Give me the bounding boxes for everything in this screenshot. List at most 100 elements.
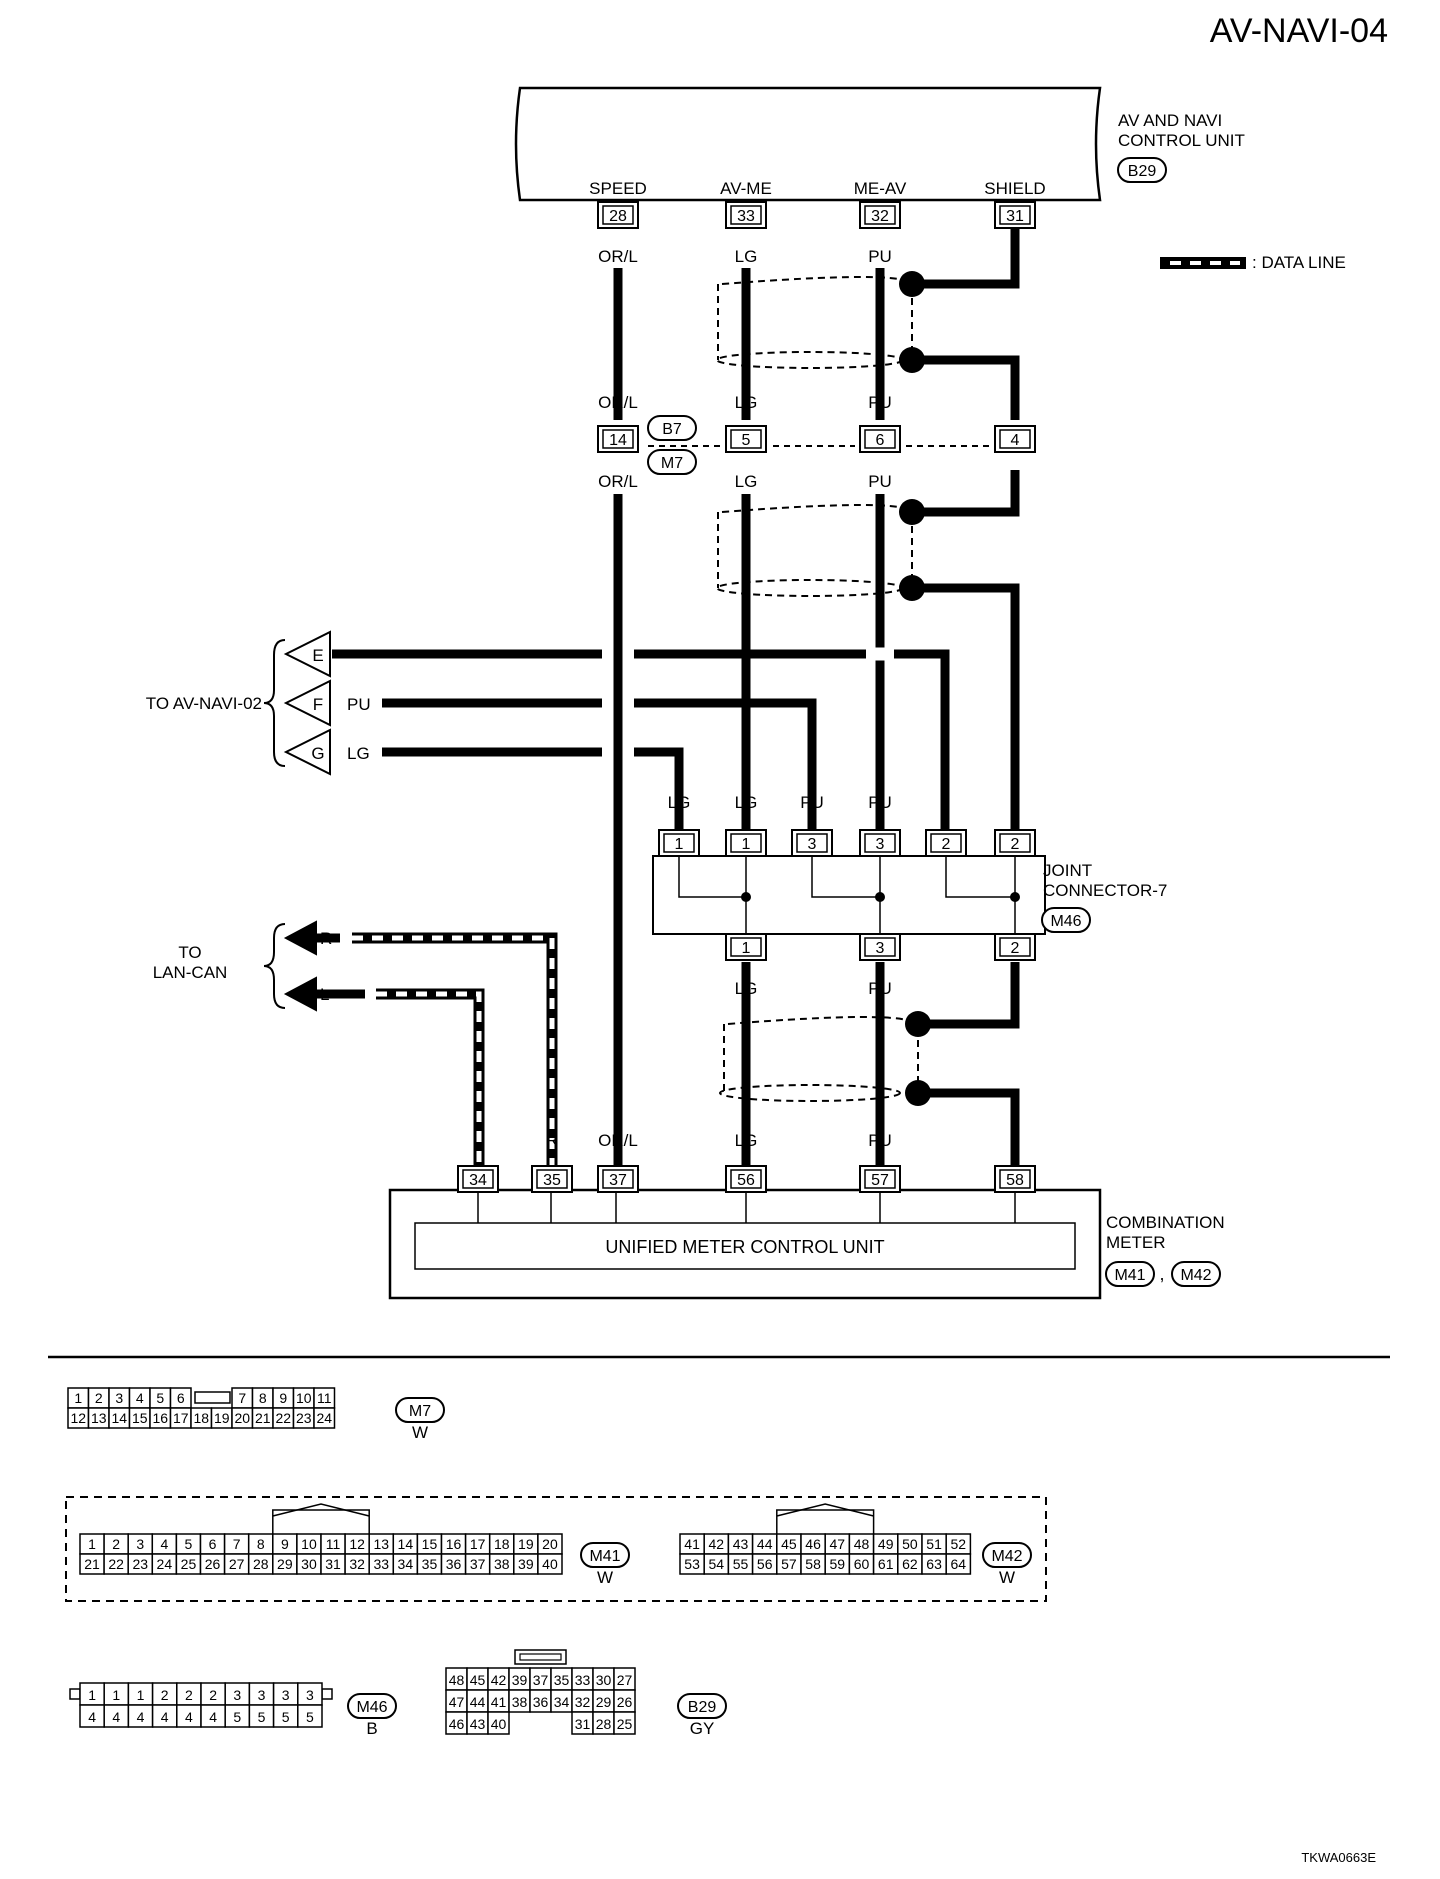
m42-pin-56: 56 [757, 1556, 773, 1572]
control-unit-pin-28: 28 [597, 201, 639, 229]
m41-pin-35: 35 [422, 1556, 438, 1572]
b29-pin-38: 38 [512, 1694, 528, 1710]
inline-wire-bottom-2: PU [868, 472, 892, 491]
joint-top-wire-0: LG [668, 793, 691, 812]
m41-pin-2: 2 [112, 1536, 120, 1552]
joint-connector-name-2: CONNECTOR-7 [1043, 881, 1167, 900]
meter-wire-3: LG [735, 1131, 758, 1150]
arrow-shapes [263, 630, 365, 1012]
inline-connector-tag-m7: M7 [647, 449, 697, 475]
page-title: AV-NAVI-04 [1210, 12, 1388, 50]
joint-bottom-pin-1-label: 3 [876, 940, 885, 957]
m7-pin-8: 8 [259, 1390, 267, 1406]
m41-pin-22: 22 [108, 1556, 124, 1572]
m41-face-tag: M41 [580, 1542, 630, 1568]
lan-can-label-2: LAN-CAN [153, 963, 228, 982]
meter-pin-37-label: 37 [609, 1172, 627, 1189]
m7-pin-4: 4 [136, 1390, 144, 1406]
m42-pin-43: 43 [733, 1536, 749, 1552]
b29-pin-44: 44 [470, 1694, 486, 1710]
meter-pin-56-label: 56 [737, 1172, 755, 1189]
m41-pin-21: 21 [84, 1556, 100, 1572]
joint-connector-name-1: JOINT [1043, 861, 1092, 880]
b29-pin-34: 34 [554, 1694, 570, 1710]
inline-wire-bottom-1: LG [735, 472, 758, 491]
m41-pin-20: 20 [542, 1536, 558, 1552]
m41-lock-roof [272, 1503, 370, 1517]
m41-pin-38: 38 [494, 1556, 510, 1572]
m41-pin-26: 26 [205, 1556, 221, 1572]
m46-pin-7: 3 [258, 1687, 266, 1703]
meter-connector-tag-m41-label: M41 [1114, 1267, 1145, 1284]
m41-pin-15: 15 [422, 1536, 438, 1552]
m46-pin-b2: 4 [137, 1709, 145, 1725]
control-unit-connector-tag-label: B29 [1128, 163, 1157, 180]
m46-latch-right [321, 1688, 333, 1700]
joint-top-wire-1: LG [735, 793, 758, 812]
m46-pin-b8: 5 [282, 1709, 290, 1725]
control-unit-pin-33: 33 [725, 201, 767, 229]
inline-connector-tag-b7: B7 [647, 415, 697, 441]
document-code: TKWA0663E [1301, 1850, 1376, 1865]
m41-pin-12: 12 [349, 1536, 365, 1552]
m7-pin-23: 23 [296, 1410, 312, 1426]
m42-pin-63: 63 [926, 1556, 942, 1572]
joint-top-pin-2-label: 3 [808, 836, 817, 853]
inline-pin-4: 4 [994, 425, 1036, 453]
m41-pin-34: 34 [398, 1556, 414, 1572]
m7-pin-22: 22 [275, 1410, 291, 1426]
m42-pin-55: 55 [733, 1556, 749, 1572]
m7-pin-16: 16 [152, 1410, 168, 1426]
m46-face-tag-label: M46 [356, 1699, 387, 1716]
m41-pin-29: 29 [277, 1556, 293, 1572]
joint-top-pin-2: 3 [791, 829, 833, 857]
meter-connector-comma: , [1159, 1264, 1164, 1284]
terminal-name-0: SPEED [589, 179, 647, 198]
joint-bottom-pin-0: 1 [725, 933, 767, 961]
m7-pin-9: 9 [279, 1390, 287, 1406]
m46-pin-9: 3 [306, 1687, 314, 1703]
meter-inner-label: UNIFIED METER CONTROL UNIT [605, 1237, 884, 1257]
legend-data-line: : DATA LINE [1252, 253, 1346, 272]
m41-pin-11: 11 [326, 1536, 341, 1552]
m42-pin-42: 42 [709, 1536, 725, 1552]
m41-pin-10: 10 [301, 1536, 317, 1552]
m42-pin-62: 62 [902, 1556, 918, 1572]
m46-pin-b9: 5 [306, 1709, 314, 1725]
joint-bottom-wire-1: PU [868, 979, 892, 998]
inline-wire-bottom-0: OR/L [598, 472, 638, 491]
joint-top-pin-5-label: 2 [1011, 836, 1020, 853]
arrow-letter-f: F [313, 695, 323, 714]
b29-pin-26: 26 [617, 1694, 633, 1710]
meter-name-2: METER [1106, 1233, 1166, 1252]
b29-pin-33: 33 [575, 1672, 591, 1688]
m7-pin-21: 21 [255, 1410, 271, 1426]
b29-face-color: GY [690, 1719, 715, 1738]
meter-pin-34-label: 34 [469, 1172, 487, 1189]
m46-latch-left [69, 1688, 81, 1700]
arrow-wire-1: PU [347, 695, 371, 714]
meter-wire-1: R [546, 1131, 558, 1150]
b29-face-tag: B29 [677, 1693, 727, 1719]
m41-pin-23: 23 [132, 1556, 148, 1572]
m41-pin-31: 31 [325, 1556, 341, 1572]
joint-top-pin-0: 1 [658, 829, 700, 857]
inline-wire-top-1: LG [735, 393, 758, 412]
meter-pin-58-label: 58 [1006, 1172, 1024, 1189]
inline-pin-6-label: 6 [876, 432, 885, 449]
m41-pin-7: 7 [233, 1536, 241, 1552]
b29-pin-28: 28 [596, 1716, 612, 1732]
b29-pin-35: 35 [554, 1672, 570, 1688]
inline-connector-tag-b7-label: B7 [662, 421, 682, 438]
joint-bottom-pin-2-label: 2 [1011, 940, 1020, 957]
m7-pin-3: 3 [115, 1390, 123, 1406]
control-unit-pin-31: 31 [994, 201, 1036, 229]
inline-pin-6: 6 [859, 425, 901, 453]
m42-pin-59: 59 [830, 1556, 846, 1572]
m41-pin-17: 17 [470, 1536, 486, 1552]
b29-pin-32: 32 [575, 1694, 591, 1710]
wire-color-top-2: PU [868, 247, 892, 266]
joint-bottom-wire-0: LG [735, 979, 758, 998]
m7-pin-18: 18 [193, 1410, 209, 1426]
